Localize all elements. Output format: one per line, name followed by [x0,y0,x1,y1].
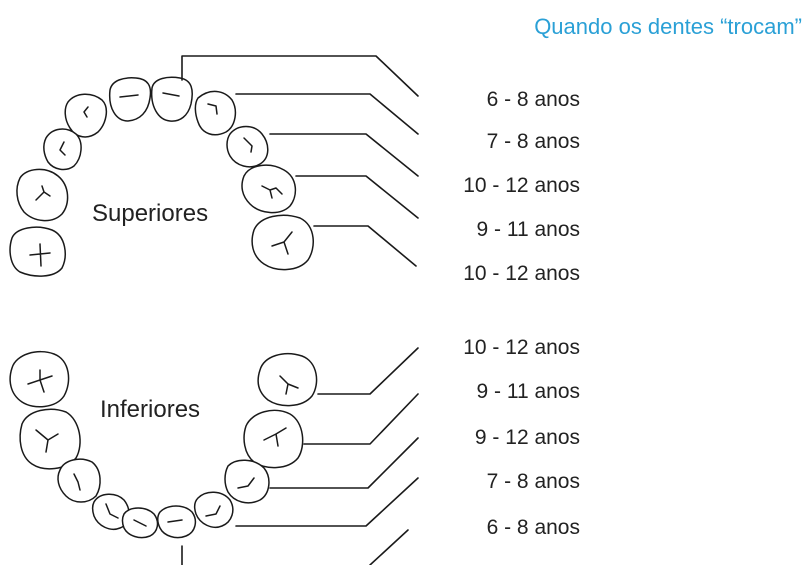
lower-tooth [224,459,270,504]
upper-age-label: 6 - 8 anos [486,88,580,111]
leader-line [303,393,419,445]
upper-tooth [108,77,152,122]
lower-age-label: 7 - 8 anos [486,470,580,493]
leader-line [313,225,417,267]
lower-tooth [9,350,70,408]
upper-tooth [194,90,237,136]
upper-age-label: 9 - 11 anos [476,218,580,241]
leader-line [369,529,409,565]
lower-age-label: 6 - 8 anos [486,516,580,539]
upper-tooth [150,76,193,122]
leader-line [181,55,419,97]
upper-jaw-label: Superiores [92,200,209,227]
leader-line [295,175,419,219]
upper-tooth [9,226,66,277]
leader-line [317,347,419,395]
upper-age-label: 10 - 12 anos [463,262,580,285]
leader-line [269,437,419,489]
leader-line [269,133,419,177]
upper-tooth [43,128,82,171]
upper-tooth [241,164,297,214]
lower-age-label: 9 - 12 anos [474,426,580,449]
chart-title: Quando os dentes “trocam” [534,14,802,39]
lower-tooth [57,458,101,503]
lower-leader-lines [181,347,419,565]
upper-tooth [226,125,269,168]
leader-line [235,93,419,135]
lower-tooth [19,408,81,470]
lower-age-label: 9 - 11 anos [476,380,580,403]
upper-age-label: 7 - 8 anos [486,130,580,153]
upper-leader-lines [181,55,419,267]
lower-tooth [193,491,234,528]
lower-jaw-label: Inferiores [100,396,201,423]
lower-tooth [257,352,318,407]
upper-tooth [16,168,69,222]
upper-arch [9,76,314,277]
lower-tooth [91,493,130,530]
upper-age-label: 10 - 12 anos [463,174,580,197]
lower-arch [9,350,318,539]
lower-tooth [121,507,159,539]
upper-tooth [64,93,108,138]
upper-tooth [251,214,314,271]
lower-tooth [243,409,304,469]
lower-tooth [157,505,197,539]
leader-line [235,477,419,527]
lower-age-label: 10 - 12 anos [463,336,580,359]
